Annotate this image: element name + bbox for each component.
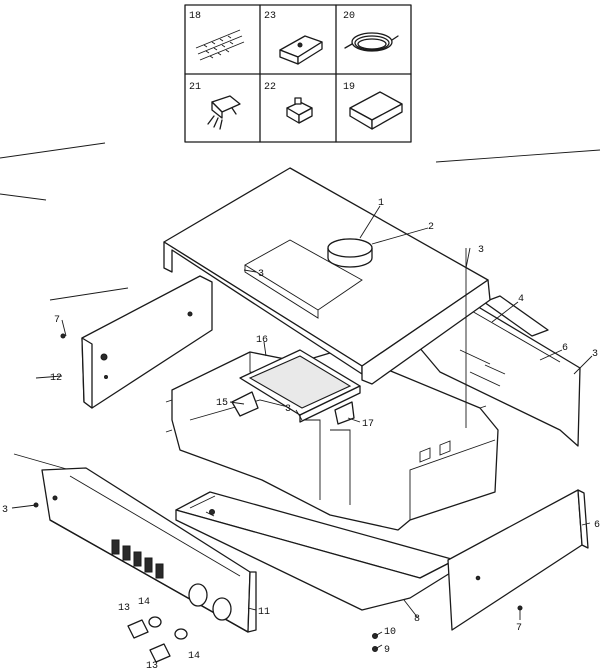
inset-cell-21: 21 [189, 82, 241, 130]
callout-3d: 3 [285, 404, 291, 415]
callout-12: 12 [50, 373, 62, 384]
control-knobs [127, 616, 188, 663]
inset-cell-20: 20 [343, 11, 399, 52]
inset-number-22: 22 [264, 82, 276, 93]
callout-1: 1 [378, 198, 384, 209]
callout-11: 11 [258, 607, 270, 618]
control-button-row [111, 539, 164, 579]
callout-labels: 1 2 3 3 4 6 3 7 12 16 15 3 17 3 6 11 13 … [2, 198, 600, 669]
relay-icon [286, 97, 313, 124]
stray-lines [0, 142, 601, 471]
callout-8: 8 [414, 614, 420, 625]
right-side-panel [447, 489, 589, 631]
knob-hole-right [212, 597, 232, 621]
inset-number-20: 20 [343, 11, 355, 22]
inset-number-21: 21 [189, 82, 201, 93]
inset-cell-19: 19 [343, 82, 403, 130]
module-box-icon [279, 35, 323, 65]
callout-3b: 3 [258, 269, 264, 280]
callout-16: 16 [256, 335, 268, 346]
inset-number-18: 18 [189, 11, 201, 22]
callout-9: 9 [384, 645, 390, 656]
coiled-wire-icon [344, 32, 399, 52]
inset-cell-22: 22 [264, 82, 313, 124]
callout-13b: 13 [146, 661, 158, 669]
knob-14-upper [148, 616, 162, 628]
callout-7b: 7 [516, 623, 522, 634]
cover-knob-cylinder [327, 238, 373, 268]
callout-4: 4 [518, 294, 524, 305]
terminal-block-icon [207, 95, 241, 130]
callout-2: 2 [428, 222, 434, 233]
callout-3a: 3 [478, 245, 484, 256]
knob-14-lower [174, 628, 188, 640]
callout-6b: 6 [594, 520, 600, 531]
callout-15: 15 [216, 398, 228, 409]
leader-lines [11, 205, 593, 650]
left-side-panel [81, 275, 213, 409]
inset-number-19: 19 [343, 82, 355, 93]
accessory-parts-grid: 18 23 20 [184, 4, 412, 143]
callout-13a: 13 [118, 603, 130, 614]
knob-hole-left [188, 583, 208, 607]
callout-3e: 3 [2, 505, 8, 516]
inner-door-assembly [231, 349, 361, 425]
hardware-strip-icon [195, 29, 245, 61]
callout-14b: 14 [188, 651, 200, 662]
inset-number-23: 23 [264, 11, 276, 22]
base-pan [175, 491, 456, 611]
knob-13-upper [127, 619, 149, 639]
booklet-icon [349, 91, 403, 130]
callout-17: 17 [362, 419, 374, 430]
inset-cell-18: 18 [189, 11, 245, 61]
callout-14a: 14 [138, 597, 150, 608]
callout-3c: 3 [592, 349, 598, 360]
top-cover [163, 167, 491, 385]
callout-10: 10 [384, 627, 396, 638]
callout-6a: 6 [562, 343, 568, 354]
inset-cell-23: 23 [264, 11, 323, 65]
callout-7a: 7 [54, 315, 60, 326]
knob-13-lower [149, 643, 171, 663]
front-control-panel [41, 467, 257, 633]
